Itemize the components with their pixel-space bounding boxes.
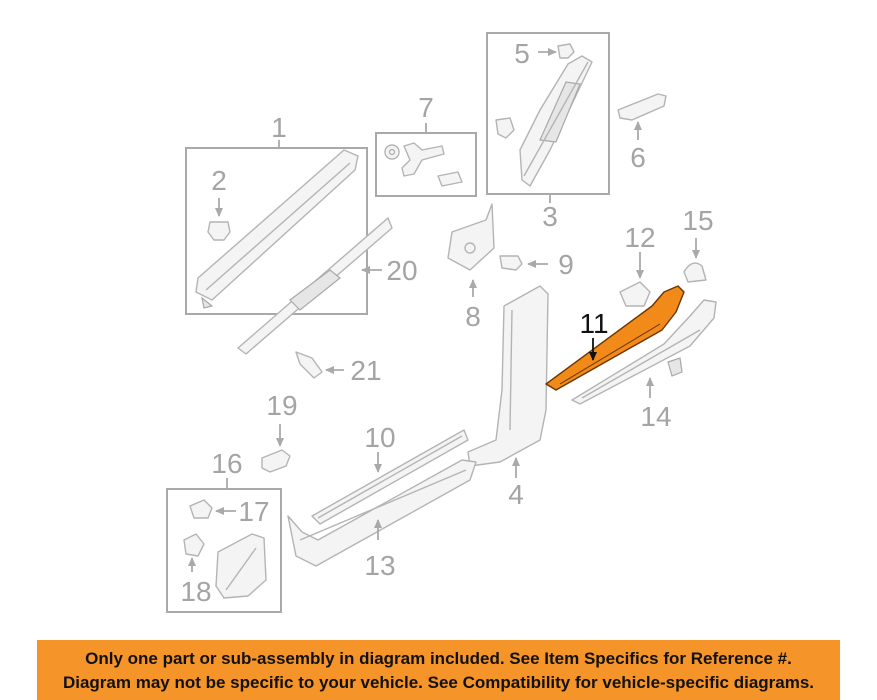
part-10-label: 10: [364, 422, 395, 453]
part-19-label: 19: [266, 390, 297, 421]
part-10-edge: [317, 435, 463, 519]
part-3-group: 3 5: [486, 32, 610, 232]
part-11-label: 11: [579, 308, 608, 339]
part-20-label: 20: [386, 255, 417, 286]
part-5-bolt: [557, 43, 575, 59]
part-19-fastener: [261, 449, 291, 473]
part-2-label: 2: [211, 165, 227, 196]
part-19-group: 19: [261, 390, 298, 473]
part-16-group: 16 17 18: [166, 448, 282, 613]
part-7-bracket: [401, 142, 445, 177]
part-7-box: [375, 132, 477, 197]
part-4-group: 4: [467, 285, 549, 510]
part-12-group: 12: [619, 222, 656, 307]
part-11-edge: [559, 323, 661, 385]
part-12-clip: [619, 281, 651, 307]
part-15-group: 15: [682, 205, 714, 283]
part-14-edge: [581, 329, 701, 399]
part-13-edge: [299, 469, 467, 541]
part-8-bracket: [447, 203, 495, 271]
part-4-b-pillar-lower: [467, 285, 549, 467]
part-14-group: 14: [571, 299, 717, 432]
part-2-clip: [207, 221, 231, 241]
part-6-group: 6: [617, 93, 667, 173]
part-10-group: 10: [311, 422, 469, 525]
disclaimer-banner: Only one part or sub-assembly in diagram…: [37, 640, 840, 700]
part-8-group: 8: [447, 203, 495, 332]
part-6-bracket: [617, 93, 667, 121]
part-8-label: 8: [465, 301, 481, 332]
part-1-trim-edge: [205, 162, 351, 291]
part-16-cover: [215, 533, 267, 599]
part-3-clip: [495, 117, 515, 139]
part-14-label: 14: [640, 401, 671, 432]
part-20-group: 20: [237, 217, 418, 355]
part-21-label: 21: [350, 355, 381, 386]
part-13-lower-trim: [287, 459, 477, 567]
part-18-clip: [183, 533, 205, 557]
part-5-label: 5: [514, 38, 530, 69]
part-4-edge: [509, 309, 513, 431]
part-9-group: 9: [499, 249, 574, 280]
part-18-label: 18: [180, 576, 211, 607]
part-20-rail-detail: [289, 269, 341, 311]
part-9-bolt: [499, 255, 523, 271]
part-17-label: 17: [238, 496, 269, 527]
part-15-label: 15: [682, 205, 713, 236]
part-1-label: 1: [271, 112, 287, 143]
part-3-label: 3: [542, 201, 558, 232]
part-7-label: 7: [418, 92, 434, 123]
part-6-label: 6: [630, 142, 646, 173]
part-8-hole: [464, 242, 476, 254]
part-13-group: 13: [287, 459, 477, 581]
part-14-tab: [667, 357, 683, 377]
part-17-clip: [189, 499, 213, 519]
part-11-group: 11: [545, 285, 685, 391]
part-15-cap: [683, 262, 707, 283]
part-7-group: 7: [375, 92, 477, 197]
part-11-highlighted-trim: [545, 285, 685, 391]
part-14-sill-trim: [571, 299, 717, 405]
part-1-group: 1 2: [185, 112, 368, 315]
part-3-box: [486, 32, 610, 195]
part-9-label: 9: [558, 249, 574, 280]
disclaimer-line-2: Diagram may not be specific to your vehi…: [62, 673, 815, 692]
part-16-label: 16: [211, 448, 242, 479]
part-21-group: 21: [295, 351, 382, 386]
part-7-washer-hole: [388, 148, 396, 156]
part-7-bolt: [437, 171, 463, 187]
disclaimer-line-1: Only one part or sub-assembly in diagram…: [85, 649, 792, 668]
part-12-label: 12: [624, 222, 655, 253]
part-4-label: 4: [508, 479, 524, 510]
part-3-edge: [523, 61, 589, 177]
part-7-washer: [384, 144, 400, 160]
part-16-box: [166, 488, 282, 613]
part-1-tab: [201, 296, 214, 309]
part-13-label: 13: [364, 550, 395, 581]
part-21-bolt: [295, 351, 323, 379]
part-16-cover-edge: [225, 547, 257, 591]
